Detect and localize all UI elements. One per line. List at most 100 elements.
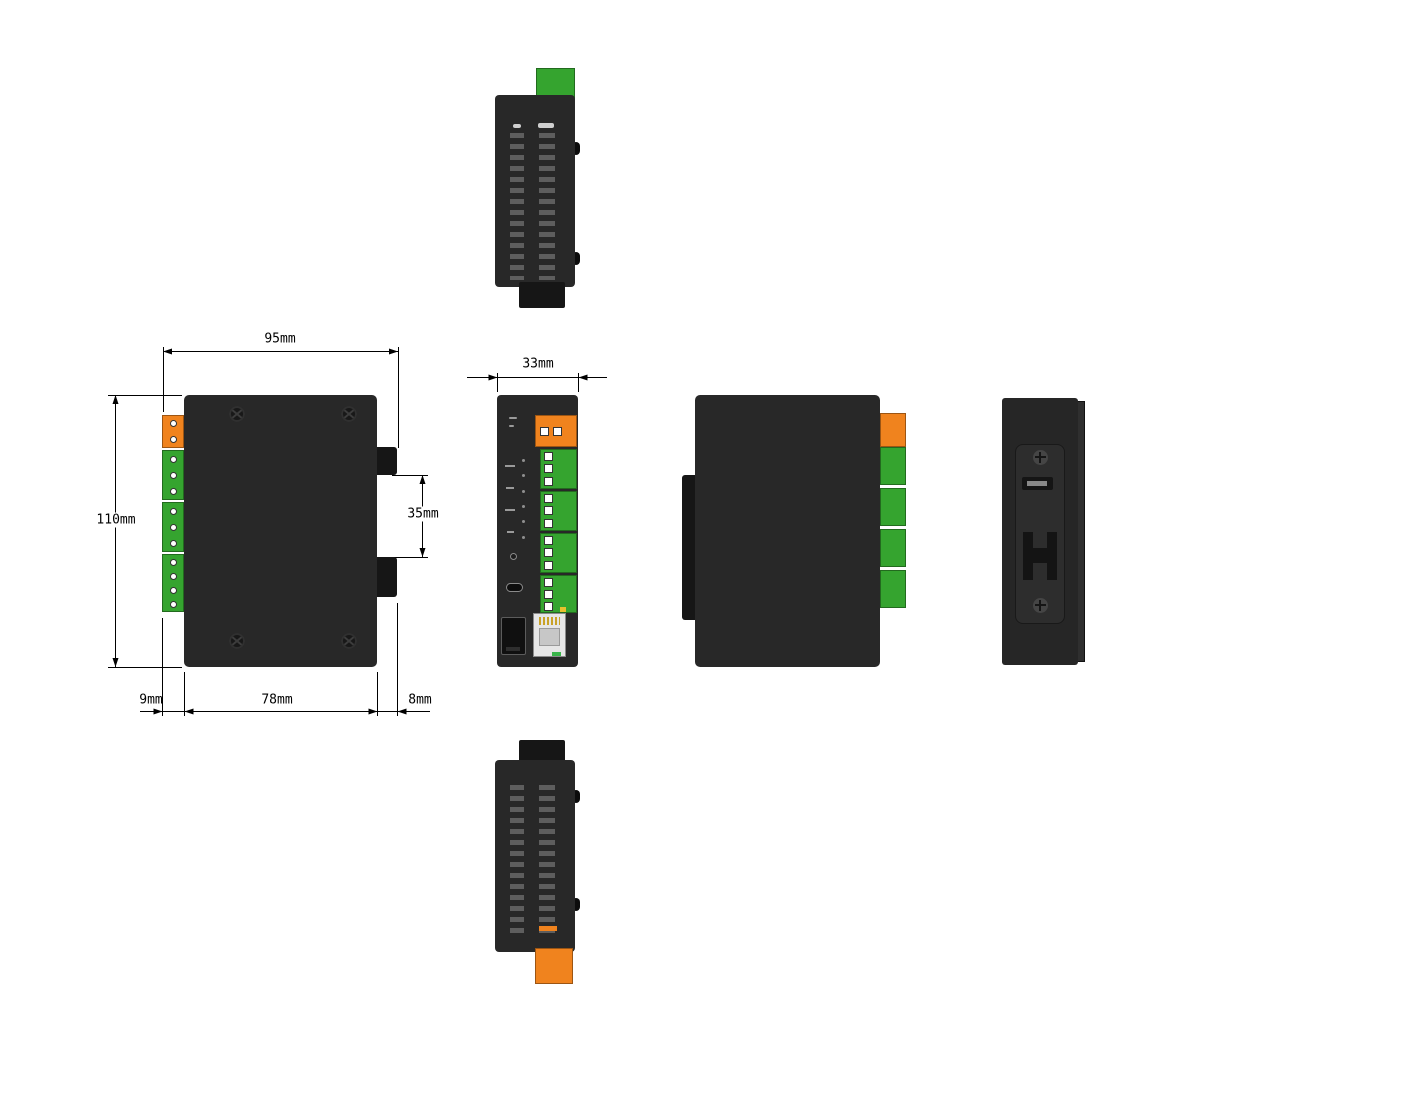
front-green-terminal [540, 449, 577, 489]
clip-slot-inner [1027, 481, 1047, 486]
left-view [160, 393, 400, 669]
ethernet-port [533, 613, 566, 657]
screw-icon [341, 633, 357, 649]
usb-c-port [506, 583, 523, 592]
top-view [495, 68, 581, 308]
vent-slots [539, 133, 555, 280]
side-view [1002, 398, 1086, 665]
dim-label-right-offset: 8mm [408, 692, 432, 708]
ethernet-pins [539, 617, 560, 625]
front-view [497, 395, 578, 667]
dimension-arrowheads [112, 348, 588, 715]
dim-label-rail-clip: 35mm [405, 506, 441, 522]
terminal-pin [544, 506, 553, 516]
bottom-view-body [495, 760, 575, 952]
terminal-pin [544, 451, 553, 461]
reset-button [510, 553, 517, 560]
din-clip-bar-left [1023, 532, 1033, 580]
top-view-side-bump [572, 142, 580, 155]
terminal-screw [169, 539, 177, 547]
back-green-connector [880, 488, 906, 526]
ethernet-slot [539, 628, 560, 646]
back-green-connector [880, 529, 906, 567]
panel-label-marks [505, 455, 515, 543]
terminal-screw [169, 471, 177, 479]
terminal-screw [169, 523, 177, 531]
back-view-body [695, 395, 880, 667]
orange-mark [539, 926, 557, 931]
led-dot [521, 459, 525, 463]
led-dot [521, 489, 525, 493]
bottom-view-orange-connector [535, 948, 573, 984]
led-indicators [521, 453, 525, 545]
terminal-screw [169, 558, 177, 566]
dim-label-left-offset: 9mm [139, 692, 163, 708]
front-green-terminal [540, 575, 577, 613]
terminal-pin [540, 427, 549, 436]
dim-label-total-width: 95mm [264, 331, 296, 347]
terminal-screw [169, 600, 177, 608]
terminal-pin [544, 535, 553, 545]
bottom-view-side-bump [572, 898, 580, 911]
terminal-screw [169, 572, 177, 580]
dim-label-body-width: 78mm [261, 692, 293, 708]
dim-label-depth: 33mm [522, 356, 554, 372]
label-mark [506, 487, 514, 489]
dim-110mm [108, 395, 182, 668]
front-green-terminal [540, 533, 577, 573]
bottom-view-side-bump [572, 790, 580, 803]
terminal-pin [544, 601, 553, 611]
screw-icon [1033, 598, 1048, 613]
label-mark [505, 465, 515, 467]
back-green-connector [880, 447, 906, 485]
terminal-pin [544, 577, 553, 587]
terminal-pin [544, 548, 553, 558]
terminal-pin [544, 561, 553, 571]
bottom-view [495, 740, 581, 986]
terminal-pin [544, 477, 553, 487]
top-panel-mark [513, 124, 521, 128]
vent-slots [539, 785, 555, 933]
terminal-pin [544, 493, 553, 503]
terminal-pin [544, 464, 553, 474]
front-orange-connector [535, 415, 577, 447]
terminal-screw [169, 586, 177, 594]
terminal-screw [169, 487, 177, 495]
back-din-tab [682, 475, 696, 620]
dim-95mm [163, 347, 399, 448]
screw-icon [229, 406, 245, 422]
back-view [682, 395, 907, 667]
led-dot [521, 474, 525, 478]
led-dot [521, 520, 525, 524]
terminal-block-green [162, 554, 184, 612]
vent-slots [510, 133, 524, 280]
screw-icon [229, 633, 245, 649]
back-green-connector [880, 570, 906, 608]
top-view-body [495, 95, 575, 287]
led-yellow [560, 607, 566, 612]
terminal-screw [169, 507, 177, 515]
terminal-screw [169, 435, 177, 443]
left-view-body [184, 395, 377, 667]
led-dot [521, 535, 525, 539]
top-view-din-clip [519, 282, 565, 308]
dim-label-total-height: 110mm [94, 512, 138, 528]
top-view-green-connector [536, 68, 575, 99]
din-clip-bar-right [1047, 532, 1057, 580]
vent-slots [510, 785, 524, 933]
din-rail-tab-bottom [377, 557, 397, 597]
sim-card-slot [501, 617, 526, 655]
terminal-screw [169, 455, 177, 463]
terminal-block-green [162, 502, 184, 552]
screw-icon [1033, 450, 1048, 465]
din-rail-tab-top [377, 447, 397, 475]
terminal-block-orange [162, 415, 184, 448]
terminal-pin [553, 427, 562, 436]
clip-slot [1022, 477, 1053, 490]
led-dot [521, 505, 525, 509]
front-green-terminal [540, 491, 577, 531]
label-mark [506, 531, 514, 533]
top-panel-mark [538, 123, 554, 128]
